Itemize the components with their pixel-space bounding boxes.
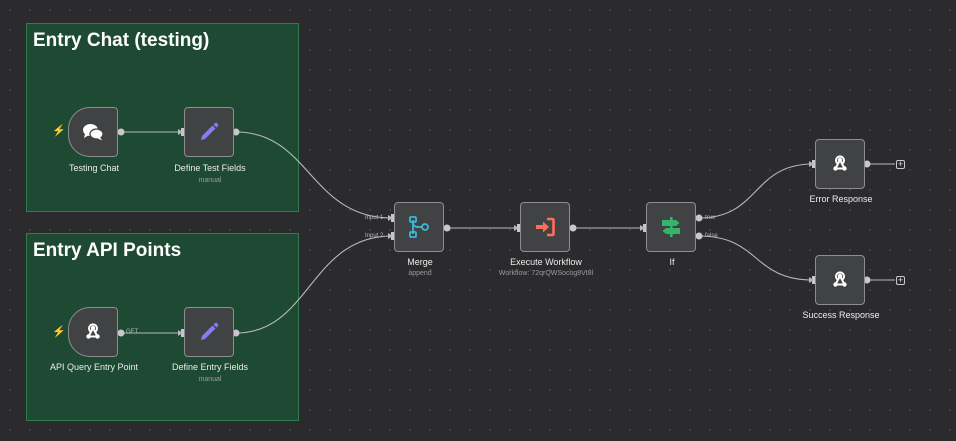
output-port: [232, 329, 240, 337]
output-port: [443, 224, 451, 232]
output-port: [863, 160, 871, 168]
sticky-note-title: Entry Chat (testing): [33, 30, 210, 51]
pencil-icon: [201, 122, 219, 140]
node-label: Testing Chat: [68, 163, 120, 173]
node-label: If: [669, 257, 675, 267]
node-api-query-entry-point[interactable]: [68, 307, 118, 357]
if-true-label: true: [705, 215, 716, 221]
node-subtitle: append: [408, 270, 432, 277]
node-success-response[interactable]: [815, 255, 865, 305]
output-port: [695, 232, 703, 240]
node-label: API Query Entry Point: [49, 362, 139, 372]
output-port: [569, 224, 577, 232]
node-subtitle: Workflow: 72qrQWSocog8Vt8l: [498, 270, 594, 277]
output-port: [863, 276, 871, 284]
trigger-bolt-icon: ⚡: [52, 326, 66, 338]
pencil-icon: [201, 322, 219, 340]
webhook-icon: [833, 155, 847, 171]
node-execute-workflow[interactable]: [520, 202, 570, 252]
sign-in-icon: [536, 217, 555, 237]
signpost-icon: [662, 217, 680, 237]
node-error-response[interactable]: [815, 139, 865, 189]
add-node-button[interactable]: +: [896, 159, 905, 169]
node-label: Define Entry Fields: [171, 362, 249, 372]
output-method-label: GET: [126, 329, 139, 335]
connection-define-test-fields-to-merge: [235, 131, 393, 219]
output-port: [232, 128, 240, 136]
merge-icon: [409, 216, 429, 238]
node-label: Execute Workflow: [510, 257, 582, 267]
node-label: Define Test Fields: [174, 163, 246, 173]
node-label: Merge: [407, 257, 433, 267]
output-port: [117, 329, 125, 337]
if-false-label: false: [705, 233, 718, 239]
node-testing-chat[interactable]: [68, 107, 118, 157]
node-label: Error Response: [809, 194, 873, 204]
output-port: [117, 128, 125, 136]
node-define-test-fields[interactable]: [184, 107, 234, 157]
node-merge[interactable]: [394, 202, 444, 252]
merge-input-1-label: Input 1: [365, 215, 384, 221]
webhook-icon: [833, 271, 847, 287]
connection-if-true-to-error-response: [698, 163, 814, 219]
webhook-icon: [86, 323, 100, 339]
node-subtitle: manual: [198, 177, 222, 184]
node-if[interactable]: [646, 202, 696, 252]
trigger-bolt-icon: ⚡: [52, 125, 66, 137]
output-port: [695, 214, 703, 222]
connection-define-entry-fields-to-merge: [235, 235, 393, 334]
add-node-button[interactable]: +: [896, 275, 905, 285]
chat-icon: [83, 124, 104, 141]
sticky-note-title: Entry API Points: [33, 240, 182, 261]
node-define-entry-fields[interactable]: [184, 307, 234, 357]
connection-if-false-to-success-response: [698, 235, 814, 281]
merge-input-2-label: Input 2: [365, 233, 384, 239]
node-subtitle: manual: [198, 376, 222, 383]
node-label: Success Response: [802, 310, 880, 320]
